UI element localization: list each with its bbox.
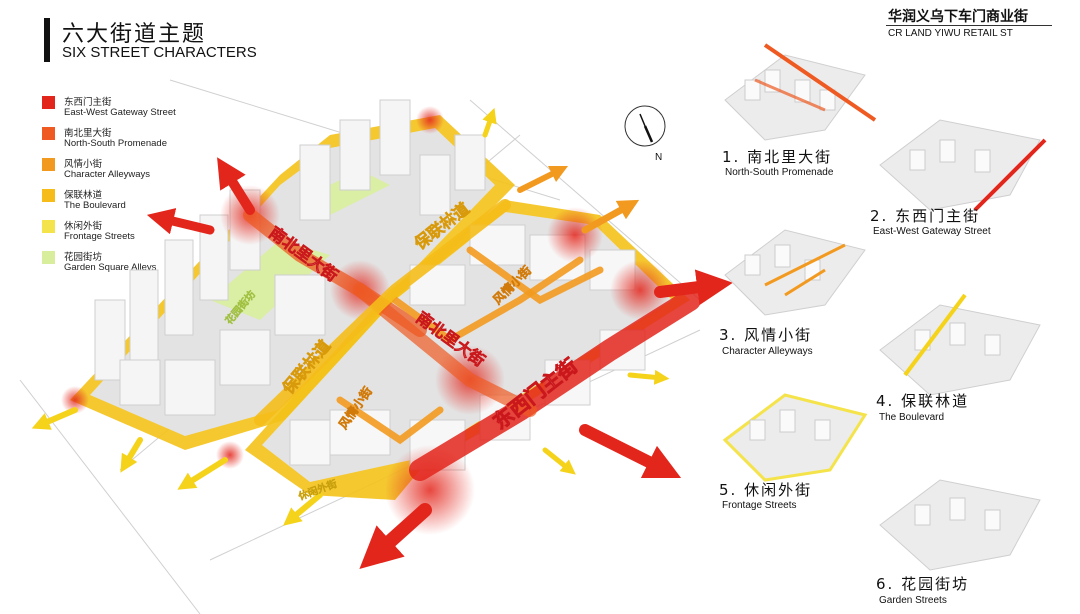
- arrow-y6: [630, 375, 662, 378]
- thumbnail-2: [880, 120, 1045, 210]
- thumbnail-4: [880, 295, 1040, 395]
- thumbnail-6: [880, 480, 1040, 570]
- arrow-e: [660, 285, 715, 292]
- thumb-2-title: 2. 东西门主街: [870, 205, 980, 226]
- thumb-4-title: 4. 保联林道: [876, 390, 969, 411]
- compass: N: [625, 106, 665, 163]
- arrow-n: [520, 170, 560, 190]
- thumb-3-subtitle: Character Alleyways: [722, 346, 813, 357]
- thumbnail-5: [725, 395, 865, 480]
- thumb-6-subtitle: Garden Streets: [879, 595, 947, 606]
- thumb-4-subtitle: The Boulevard: [879, 412, 944, 423]
- arrow-y5: [545, 450, 570, 470]
- compass-label: N: [655, 152, 662, 163]
- thumb-3-title: 3. 风情小街: [719, 324, 812, 345]
- thumb-5-subtitle: Frontage Streets: [722, 500, 796, 511]
- arrow-y7: [485, 115, 492, 135]
- thumbnail-1: [725, 45, 875, 140]
- thumbnail-3: [725, 230, 865, 315]
- thumb-6-title: 6. 花园街坊: [876, 573, 969, 594]
- arrow-y2: [125, 440, 140, 465]
- thumb-2-subtitle: East-West Gateway Street: [873, 226, 991, 237]
- thumb-1-title: 1. 南北里大街: [722, 146, 832, 167]
- thumb-1-subtitle: North-South Promenade: [725, 167, 833, 178]
- arrow-y3: [185, 460, 225, 485]
- arrow-se: [585, 430, 665, 470]
- thumb-5-title: 5. 休闲外街: [719, 479, 812, 500]
